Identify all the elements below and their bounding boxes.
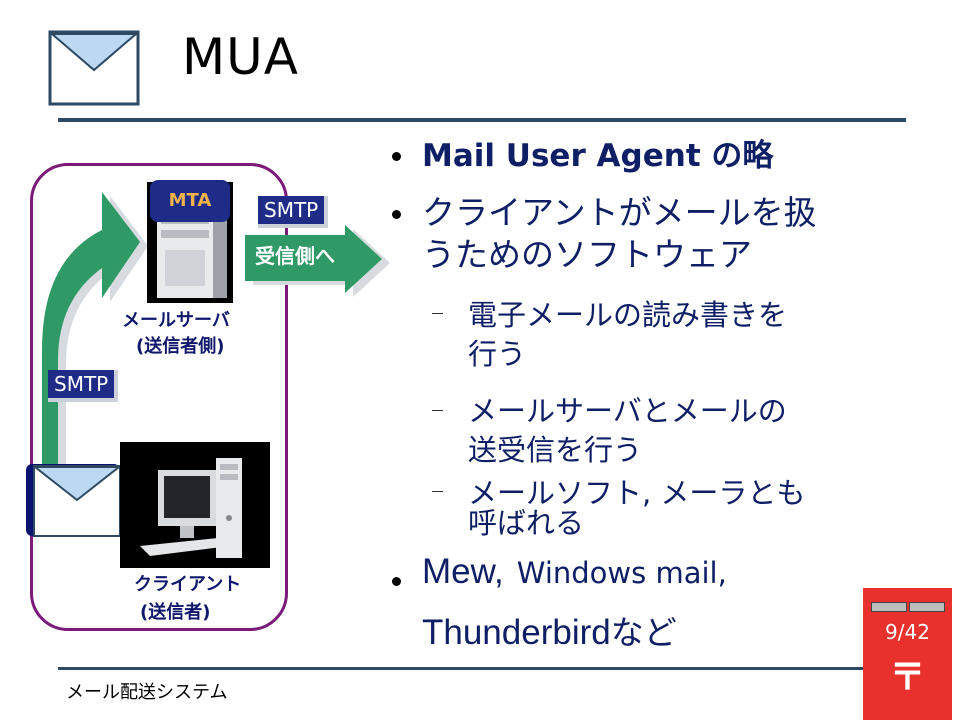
server-caption-line1: メールサーバ	[122, 310, 230, 331]
example-nado: など	[610, 613, 677, 652]
sub-mailer-line2: 呼ばれる	[468, 506, 585, 540]
footer-title: メール配送システム	[66, 682, 228, 703]
sub-read-write-line1: 電子メールの読み書きを	[468, 298, 788, 332]
bullet-dot-3	[392, 577, 401, 586]
postal-mark-icon: 〒	[889, 657, 926, 698]
page-title: MUA	[182, 28, 299, 86]
client-pc-icon	[120, 442, 270, 568]
postbox-slot-left	[871, 602, 907, 612]
mta-label: MTA	[150, 180, 230, 222]
bullet-client-software-line1: クライアントがメールを扱	[422, 193, 817, 232]
client-caption-line2: (送信者)	[140, 602, 211, 623]
to-receiver-arrow-icon	[245, 225, 390, 297]
sub-send-receive-line1: メールサーバとメールの	[468, 394, 787, 428]
smtp-label-top: SMTP	[258, 196, 329, 228]
footer-divider	[58, 667, 868, 670]
sub-dash-2	[432, 410, 443, 411]
example-thunderbird: Thunderbird	[422, 613, 611, 652]
bullet-examples-line2: Thunderbirdなど	[422, 606, 677, 654]
sub-send-receive-line2: 送受信を行う	[468, 433, 643, 467]
title-divider	[58, 118, 906, 122]
postbox-page-indicator: 9/42 〒	[863, 588, 952, 720]
postbox-slot-right	[909, 602, 945, 612]
server-caption-line2: (送信者側)	[136, 336, 225, 357]
sub-read-write-line2: 行う	[468, 337, 527, 371]
client-envelope-icon	[26, 464, 122, 537]
smtp-label-left: SMTP	[48, 370, 119, 402]
sub-dash-1	[432, 313, 443, 314]
smtp-up-arrow-icon	[42, 192, 148, 489]
example-windows-mail: Windows mail,	[516, 556, 727, 590]
bullet-mua-abbr: Mail User Agent の略	[422, 138, 774, 174]
to-receiver-label: 受信側へ	[255, 244, 335, 268]
bullet-dot-1	[392, 152, 401, 161]
mta-text: MTA	[168, 190, 212, 211]
page-number: 9/42	[885, 620, 930, 644]
bullet-dot-2	[392, 210, 401, 219]
client-caption-line1: クライアント	[134, 574, 242, 595]
example-mew: Mew,	[422, 552, 504, 591]
envelope-icon	[48, 30, 140, 106]
bullet-examples-line1: Mew, Windows mail,	[422, 552, 727, 592]
sub-dash-3	[432, 491, 443, 492]
sender-group-frame	[30, 163, 288, 631]
bullet-client-software-line2: うためのソフトウェア	[422, 235, 752, 274]
sub-mailer-line1: メールソフト, メーラとも	[468, 476, 806, 510]
